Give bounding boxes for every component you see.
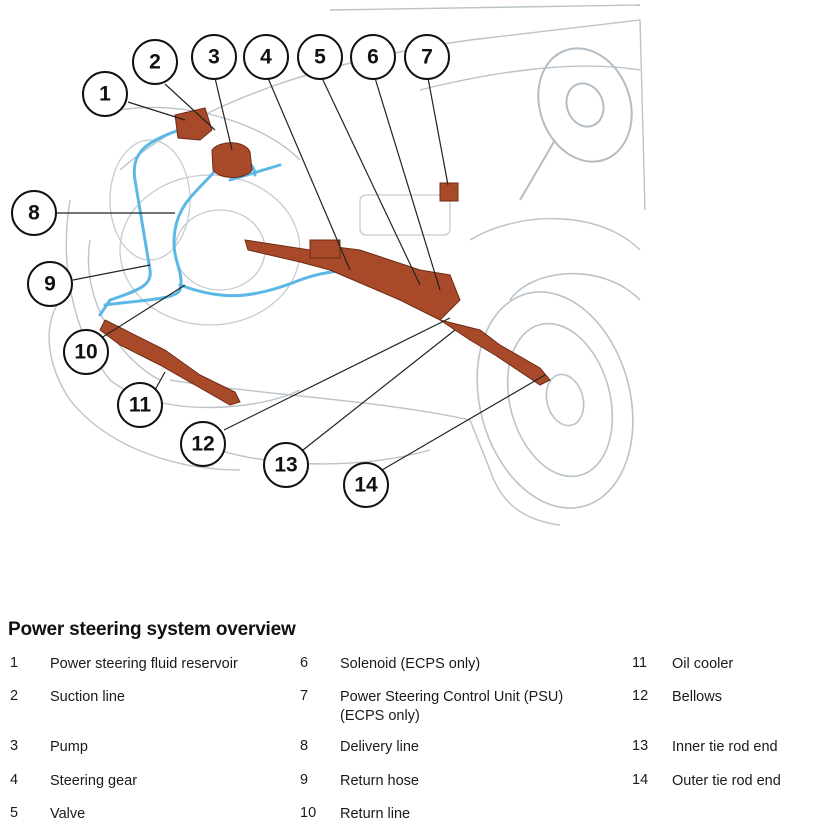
svg-text:13: 13 [274, 454, 297, 477]
legend-label: Return hose [340, 773, 419, 789]
legend-num: 4 [10, 772, 19, 788]
power-steering-diagram: 1 2 3 4 5 6 7 8 9 10 11 12 13 14 [11, 4, 646, 526]
leader-lines [56, 77, 546, 471]
steering-wheel [519, 47, 633, 201]
svg-text:1: 1 [99, 83, 111, 106]
callout-9: 9 [27, 261, 73, 307]
svg-text:4: 4 [260, 46, 272, 69]
svg-text:10: 10 [74, 341, 97, 364]
legend-num: 5 [10, 805, 19, 821]
reservoir [174, 107, 213, 141]
tie-rod [439, 319, 551, 386]
callout-11: 11 [117, 382, 163, 428]
legend-num: 6 [300, 655, 309, 671]
legend-num: 9 [300, 772, 309, 788]
svg-text:6: 6 [367, 46, 379, 69]
svg-text:7: 7 [421, 46, 433, 69]
legend-label: Bellows [672, 689, 722, 705]
svg-text:8: 8 [28, 202, 40, 225]
legend-label: Power Steering Control Unit (PSU) (ECPS … [340, 689, 564, 724]
legend-num: 12 [632, 688, 649, 704]
svg-text:3: 3 [208, 46, 220, 69]
legend-label: Pump [50, 739, 88, 755]
callout-10: 10 [63, 329, 109, 375]
legend-label: Oil cooler [672, 656, 734, 672]
legend-label: Power steering fluid reservoir [50, 656, 238, 672]
svg-text:9: 9 [44, 273, 56, 296]
callout-2: 2 [132, 39, 178, 85]
legend-label: Inner tie rod end [672, 739, 778, 755]
pump [211, 142, 253, 178]
legend-label: Solenoid (ECPS only) [340, 656, 481, 672]
callout-5: 5 [297, 34, 343, 80]
legend-num: 14 [632, 772, 649, 788]
callout-1: 1 [82, 71, 128, 117]
legend-label: Outer tie rod end [672, 773, 781, 789]
legend-num: 3 [10, 738, 19, 754]
callout-14: 14 [343, 462, 389, 508]
callout-4: 4 [243, 34, 289, 80]
callout-13: 13 [263, 442, 309, 488]
psu-module [439, 182, 459, 202]
legend-label: Delivery line [340, 739, 419, 755]
callout-12: 12 [180, 421, 226, 467]
legend-num: 7 [300, 688, 309, 704]
legend-label: Steering gear [50, 773, 138, 789]
callout-3: 3 [191, 34, 237, 80]
oil-cooler [99, 319, 241, 406]
callout-7: 7 [404, 34, 450, 80]
svg-text:5: 5 [314, 46, 326, 69]
callout-8: 8 [11, 190, 57, 236]
legend-label: Suction line [50, 689, 125, 705]
svg-text:12: 12 [191, 433, 214, 456]
front-wheel [476, 272, 641, 509]
svg-text:2: 2 [149, 51, 161, 74]
legend-num: 13 [632, 738, 649, 754]
legend-num: 2 [10, 688, 19, 704]
callouts: 1 2 3 4 5 6 7 8 9 10 11 12 13 14 [11, 34, 450, 508]
legend-label: Return line [340, 806, 411, 822]
svg-text:14: 14 [354, 474, 378, 497]
legend-num: 10 [300, 805, 317, 821]
callout-6: 6 [350, 34, 396, 80]
legend-num: 11 [632, 655, 648, 671]
steering-components [99, 107, 551, 406]
legend-label: Valve [50, 806, 86, 822]
legend-num: 1 [10, 655, 19, 671]
legend-num: 8 [300, 738, 309, 754]
legend-title: Power steering system overview [8, 619, 296, 640]
svg-text:11: 11 [129, 394, 152, 417]
